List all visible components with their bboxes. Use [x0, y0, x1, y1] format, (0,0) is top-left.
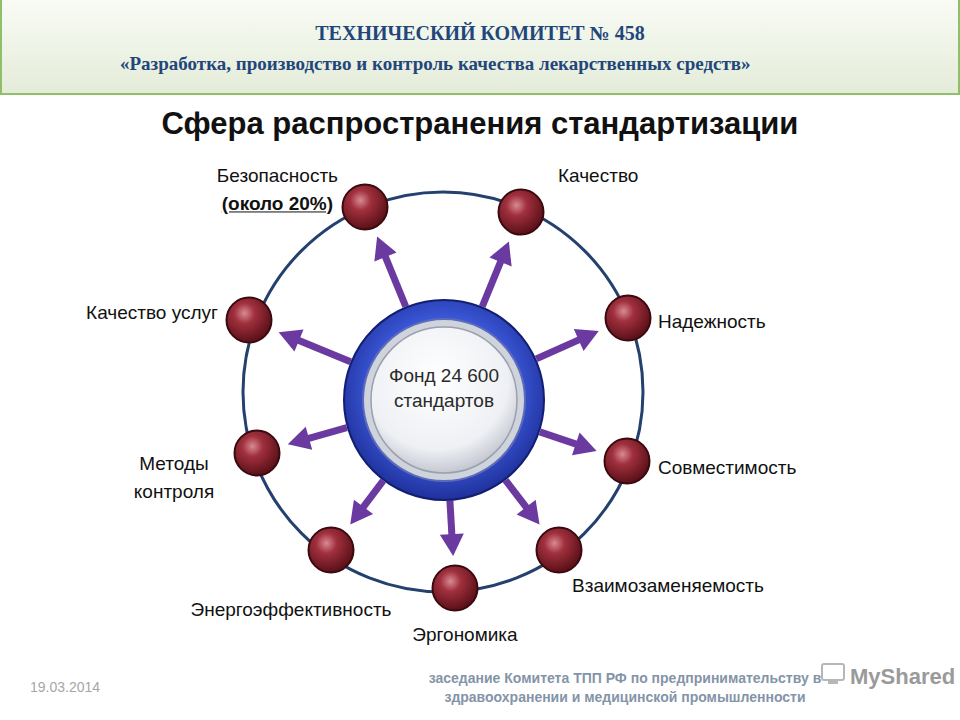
- aspect-ball: Качество: [497, 188, 545, 236]
- committee-name: ТЕХНИЧЕСКИЙ КОМИТЕТ № 458: [2, 22, 958, 45]
- header-band: ТЕХНИЧЕСКИЙ КОМИТЕТ № 458 «Разработка, пр…: [0, 0, 960, 95]
- aspect-ball: Совместимость: [603, 437, 651, 485]
- ball-shape: [307, 526, 355, 574]
- watermark-icon: [822, 664, 844, 684]
- arrow-connector: [440, 501, 464, 556]
- aspect-name: Надежность: [658, 308, 766, 336]
- aspect-ball: Безопасность(около 20%): [341, 183, 389, 231]
- arrow-head: [440, 533, 464, 556]
- arrow-shaft: [307, 428, 347, 439]
- ball-shape: [225, 296, 273, 344]
- ball-shape: [603, 437, 651, 485]
- aspect-name: Методы контроля: [124, 450, 224, 505]
- aspect-ball: Эргономика: [431, 564, 479, 612]
- arrow-shaft: [536, 339, 580, 359]
- aspect-name: Совместимость: [658, 454, 796, 482]
- aspect-label: Безопасность(около 20%): [217, 162, 338, 217]
- aspect-name: Качество: [558, 162, 638, 190]
- aspect-ball: Методы контроля: [233, 429, 281, 477]
- aspect-label: Качество: [558, 162, 638, 190]
- arrow-shaft: [505, 480, 527, 509]
- arrow-connector: [288, 427, 347, 450]
- footer-note: заседание Комитета ТПП РФ по предпринима…: [400, 669, 850, 707]
- slide-title: Сфера распространения стандартизации: [0, 106, 960, 142]
- hub-label: Фонд 24 600 стандартов: [376, 364, 512, 413]
- arrow-connector: [540, 432, 597, 455]
- aspect-name: Безопасность: [217, 162, 338, 190]
- arrow-connector: [536, 329, 599, 359]
- aspect-share: (около 20%): [217, 190, 338, 218]
- aspect-label: Энергоэффективность: [191, 596, 392, 624]
- aspect-ball: Взаимозаменяемость: [535, 526, 583, 574]
- ball-shape: [341, 183, 389, 231]
- slide-date: 19.03.2014: [30, 679, 100, 695]
- arrow-connector: [279, 329, 351, 361]
- aspect-name: Эргономика: [412, 621, 517, 649]
- aspect-ball: Надежность: [604, 294, 652, 342]
- aspect-name: Энергоэффективность: [191, 596, 392, 624]
- aspect-name: Качество услуг: [86, 299, 218, 327]
- ball-shape: [604, 294, 652, 342]
- standards-hub: Фонд 24 600 стандартов: [343, 299, 545, 501]
- aspect-name: Взаимозаменяемость: [572, 572, 764, 600]
- arrow-connector: [482, 242, 511, 307]
- aspect-label: Взаимозаменяемость: [572, 572, 764, 600]
- arrow-shaft: [385, 255, 406, 306]
- arrow-connector: [374, 237, 405, 307]
- arrow-shaft: [297, 340, 350, 362]
- aspect-label: Эргономика: [412, 621, 517, 649]
- aspect-ball: Качество услуг: [225, 296, 273, 344]
- ball-shape: [233, 429, 281, 477]
- aspect-label: Совместимость: [658, 454, 796, 482]
- ball-shape: [535, 526, 583, 574]
- orbit-ring: [243, 192, 643, 592]
- arrow-shaft: [450, 501, 452, 536]
- arrow-shaft: [362, 481, 383, 509]
- arrow-connector: [505, 480, 539, 524]
- arrow-connector: [350, 481, 383, 525]
- arrow-shaft: [482, 260, 501, 306]
- watermark: MyShared: [850, 664, 955, 690]
- aspect-label: Качество услуг: [86, 299, 218, 327]
- aspect-label: Методы контроля: [124, 450, 224, 505]
- committee-subtitle: «Разработка, производство и контроль кач…: [120, 53, 751, 75]
- aspect-ball: Энергоэффективность: [307, 526, 355, 574]
- aspect-label: Надежность: [658, 308, 766, 336]
- ball-shape: [431, 564, 479, 612]
- ball-shape: [497, 188, 545, 236]
- arrow-shaft: [540, 432, 578, 445]
